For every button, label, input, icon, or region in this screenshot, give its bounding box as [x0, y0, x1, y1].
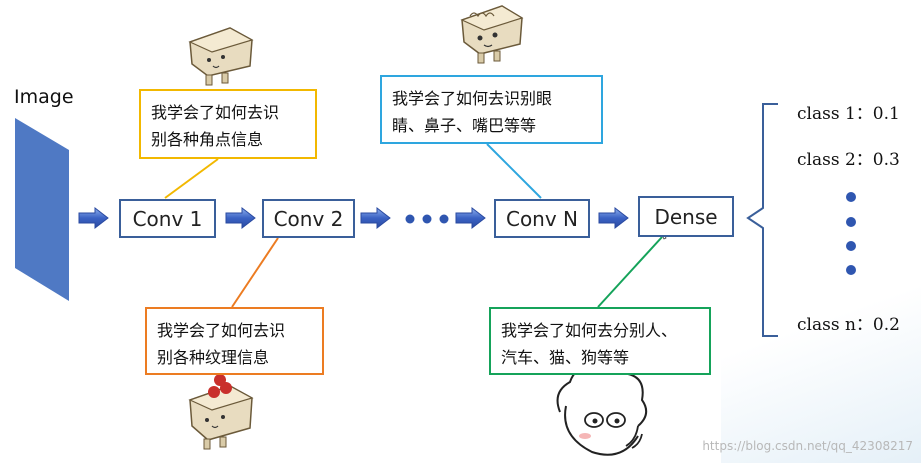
conv2-layer-box: Conv 2: [262, 199, 355, 238]
ellipsis-dot: [439, 214, 449, 224]
class-probability: 0.1: [872, 104, 900, 124]
thinking-face-icon: [556, 363, 648, 456]
convn-note: 我学会了如何去识别眼 睛、鼻子、嘴巴等等: [380, 75, 603, 144]
watermark-text: https://blog.csdn.net/qq_42308217: [702, 439, 913, 453]
image-label: Image: [14, 86, 74, 108]
note-line: 我学会了如何去识: [157, 321, 286, 340]
flow-arrow: [360, 206, 391, 230]
dense-layer-box: Dense: [638, 196, 734, 237]
note-line: 睛、鼻子、嘴巴等等: [392, 116, 537, 135]
flow-arrow: [78, 206, 109, 230]
conv2-note: 我学会了如何去识 别各种纹理信息: [145, 307, 324, 375]
class-output-row: class n：0.2: [797, 310, 900, 335]
class-probability: 0.3: [872, 150, 900, 170]
dense-note: 我学会了如何去分别人、 汽车、猫、狗等等: [489, 307, 711, 375]
ellipsis-dot: [846, 192, 856, 202]
class-output-row: class 2：0.3: [797, 145, 900, 170]
conv2-layer-label: Conv 2: [273, 206, 344, 231]
note-line: 我学会了如何去识别眼: [392, 89, 553, 108]
tofu-mascot-icon: [188, 27, 254, 86]
note-line: 我学会了如何去分别人、: [501, 321, 678, 340]
flow-arrow: [598, 206, 629, 230]
ellipsis-dot: [405, 214, 415, 224]
class-label: class 2：: [797, 150, 873, 170]
ellipsis-dot: [422, 214, 432, 224]
note-line: 别各种角点信息: [151, 130, 264, 149]
background-wash: [721, 280, 921, 463]
class-label: class n：: [797, 315, 873, 335]
output-bracket: [746, 103, 778, 337]
tofu-mascot-icon: [188, 374, 254, 450]
tofu-mascot-icon: [460, 5, 524, 64]
class-output-row: class 1：0.1: [797, 99, 900, 124]
note-line: 别各种纹理信息: [157, 348, 270, 367]
connector-conv1: [164, 158, 219, 199]
flow-arrow: [455, 206, 486, 230]
ellipsis-dot: [846, 265, 856, 275]
class-probability: 0.2: [872, 315, 900, 335]
ellipsis-dot: [846, 217, 856, 227]
flow-arrow: [225, 206, 256, 230]
conv1-note: 我学会了如何去识 别各种角点信息: [139, 89, 317, 159]
dense-layer-label: Dense: [654, 204, 718, 229]
conv1-layer-box: Conv 1: [119, 199, 216, 238]
connector-dense: [597, 236, 663, 308]
convn-layer-box: Conv N: [494, 199, 590, 238]
connector-convn: [486, 143, 542, 199]
ellipsis-dot: [846, 241, 856, 251]
conv1-layer-label: Conv 1: [132, 206, 203, 231]
input-image-plane: [15, 118, 69, 301]
note-line: 汽车、猫、狗等等: [501, 348, 630, 367]
convn-layer-label: Conv N: [505, 206, 579, 231]
class-label: class 1：: [797, 104, 873, 124]
note-line: 我学会了如何去识: [151, 103, 280, 122]
connector-conv2: [231, 237, 279, 308]
